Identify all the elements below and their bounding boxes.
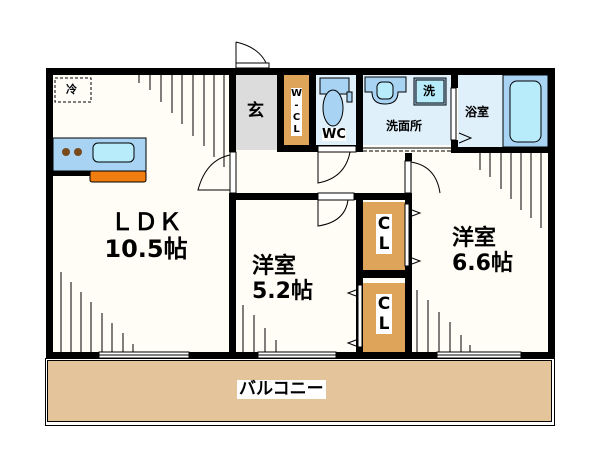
wcl-char-3: C — [292, 112, 301, 123]
closet-2-label: C L — [376, 294, 392, 334]
fridge-label: 冷 — [66, 83, 77, 96]
closet-1-label: C L — [376, 214, 392, 254]
wcl-char-1: W — [291, 88, 303, 99]
wcl-char-2: - — [294, 100, 299, 111]
closet-1-char-1: C — [377, 214, 391, 234]
wall-ldk-right-upper — [229, 68, 236, 152]
entrance-area — [236, 75, 277, 150]
wall-bath-bottom — [451, 147, 555, 153]
toilet-label: WC — [322, 127, 346, 142]
wcl-char-4: L — [293, 124, 300, 135]
wall-closet-divider — [356, 270, 412, 278]
ldk-size: 10.5帖 — [104, 235, 188, 263]
washroom-label: 洗面所 — [386, 119, 423, 133]
walk-in-closet-label: W - C L — [291, 88, 302, 136]
western-room-1-size: 5.2帖 — [252, 279, 313, 304]
balcony-label: バルコニー — [237, 379, 326, 399]
wall-wcl-right — [309, 68, 316, 152]
closet-2-char-2: L — [378, 314, 390, 334]
wall-entrance-right — [277, 68, 284, 152]
closet-1-char-2: L — [378, 234, 390, 254]
wall-hall-right — [405, 153, 412, 161]
western-room-2-label: 洋室 6.6帖 — [452, 228, 513, 275]
wall-left — [46, 68, 53, 359]
ldk-name: ＬＤＫ — [110, 208, 182, 236]
western-room-2-name: 洋室 — [452, 226, 497, 251]
entrance-label: 玄 — [247, 101, 264, 121]
wall-wc-right — [356, 68, 363, 152]
wall-ldk-right-lower — [229, 193, 236, 359]
western-room-1-label: 洋室 5.2帖 — [252, 256, 313, 303]
closet-2-char-1: C — [377, 294, 391, 314]
wall-top — [46, 68, 555, 75]
wall-washroom-right-lower — [451, 140, 458, 152]
washer-label: 洗 — [423, 84, 436, 98]
wall-washroom-right — [451, 68, 458, 88]
western-room-1-name: 洋室 — [252, 254, 297, 279]
bathroom-label: 浴室 — [465, 105, 490, 119]
wall-right — [548, 68, 555, 359]
western-room-2-size: 6.6帖 — [452, 251, 513, 276]
ldk-label: ＬＤＫ 10.5帖 — [96, 210, 196, 261]
